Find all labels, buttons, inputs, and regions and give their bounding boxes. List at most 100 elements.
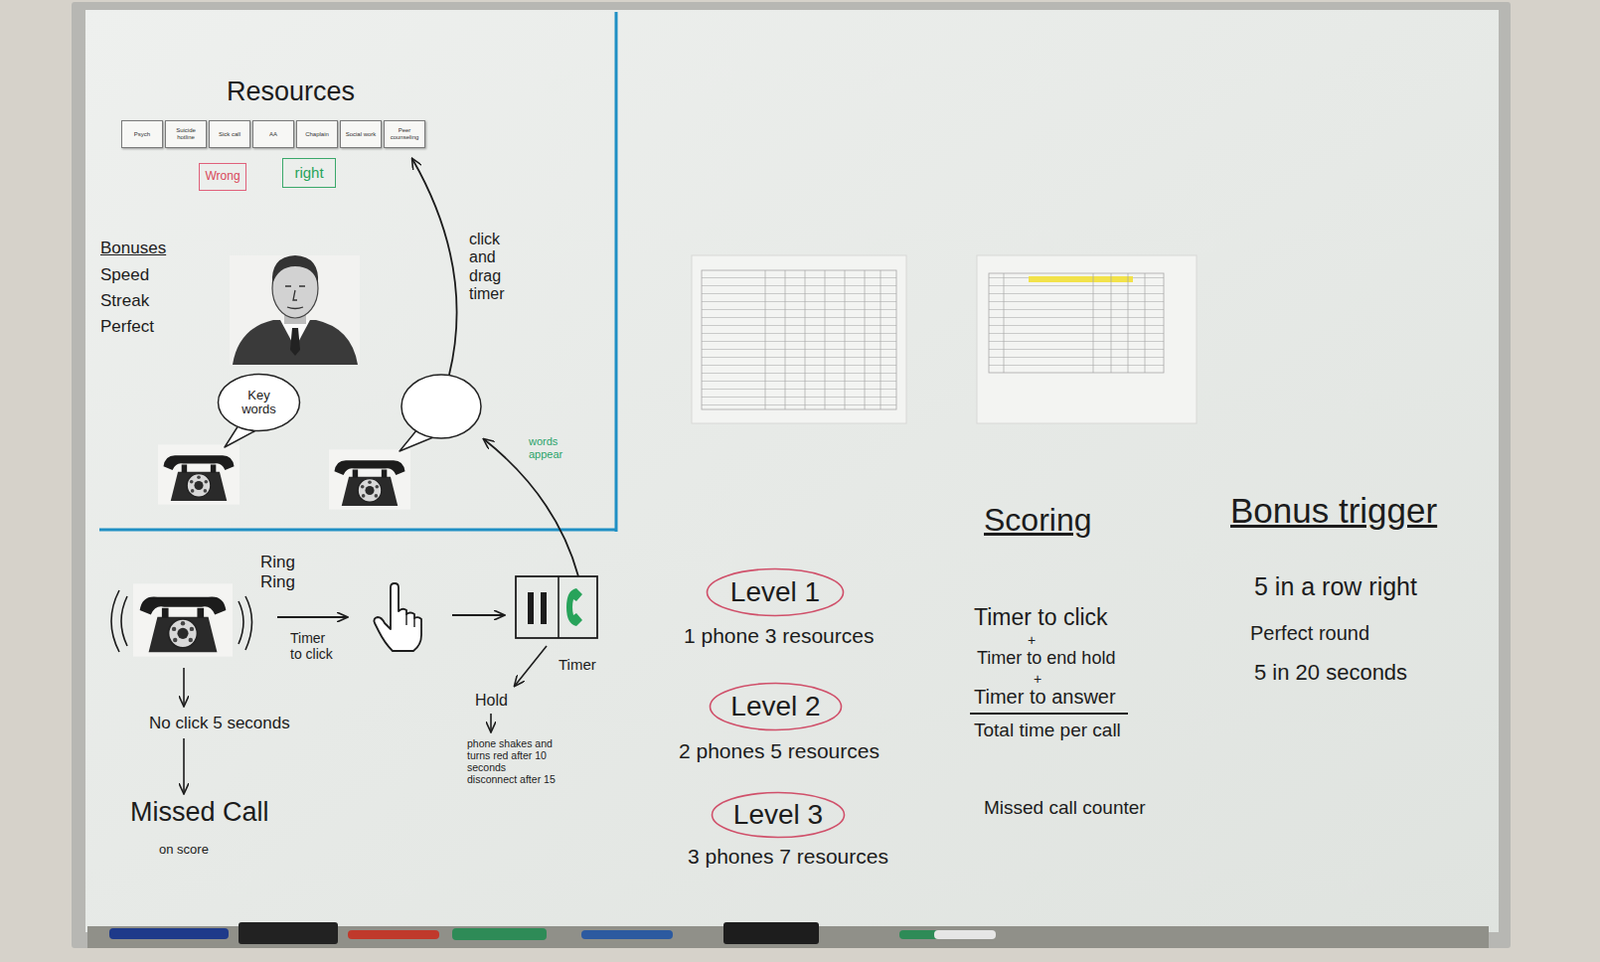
hand-outline bbox=[373, 583, 422, 651]
sheet-columns bbox=[765, 270, 881, 410]
node-text: AA bbox=[269, 131, 278, 139]
eraser bbox=[723, 922, 819, 945]
speech-bubble: Key words bbox=[216, 372, 302, 433]
node-text: Sick call bbox=[218, 131, 241, 139]
handwritten-label: Bonuses bbox=[100, 238, 166, 259]
node-text: Level 1 bbox=[730, 577, 820, 609]
phone-icon bbox=[328, 449, 411, 509]
sheet-highlight bbox=[1028, 276, 1133, 283]
resource-button: Chaplain bbox=[296, 120, 338, 149]
node-text: Peer counseling bbox=[385, 127, 424, 141]
handwritten-label: Timer bbox=[558, 655, 597, 673]
button-box bbox=[515, 576, 598, 639]
marker bbox=[581, 930, 673, 940]
handwritten-label: Scoring bbox=[983, 501, 1093, 539]
phone-icon bbox=[158, 444, 240, 504]
node-text: right bbox=[294, 164, 323, 182]
handwritten-label: Perfect round bbox=[1250, 622, 1370, 645]
portrait-hair bbox=[272, 255, 319, 285]
flow-arrow bbox=[489, 713, 492, 732]
resource-button: Psych bbox=[121, 120, 163, 149]
drag-arrow bbox=[412, 159, 458, 375]
handwritten-label: Timer to end hold bbox=[976, 647, 1116, 669]
hold-answer-box bbox=[515, 576, 598, 639]
feedback-box: right bbox=[282, 158, 336, 188]
answer-arrow bbox=[483, 439, 579, 577]
board-frame bbox=[71, 1, 1511, 949]
handwritten-label: Ring Ring bbox=[260, 552, 309, 592]
portrait-face bbox=[285, 286, 306, 310]
flow-arrow bbox=[182, 738, 185, 794]
resource-button: Sick call bbox=[208, 120, 251, 149]
node-outline-shape bbox=[707, 569, 844, 617]
node-text: Psych bbox=[134, 131, 151, 139]
eraser bbox=[238, 922, 338, 945]
handwritten-label: 3 phones 7 resources bbox=[687, 844, 889, 869]
answer-handset bbox=[566, 588, 583, 627]
board-surface bbox=[85, 9, 1499, 933]
printed-sheet bbox=[691, 255, 907, 424]
printed-sheet bbox=[976, 255, 1197, 424]
flow-arrow bbox=[277, 616, 347, 619]
region-line bbox=[615, 11, 619, 532]
node-text: Chaplain bbox=[305, 131, 329, 139]
handwritten-label: Timer to answer bbox=[973, 685, 1117, 709]
sum-line bbox=[969, 712, 1128, 715]
handwritten-label: Resources bbox=[226, 76, 355, 108]
marker bbox=[347, 930, 440, 940]
handwritten-label: 5 in 20 seconds bbox=[1254, 659, 1408, 685]
handwritten-label: Hold bbox=[475, 691, 508, 710]
node-outline-shape bbox=[710, 683, 842, 731]
hand-cursor bbox=[373, 583, 422, 651]
handwritten-label: + bbox=[1033, 670, 1042, 687]
handwritten-label: click and drag timer bbox=[469, 230, 521, 305]
portrait bbox=[229, 255, 360, 365]
handwritten-label: Missed Call bbox=[130, 797, 270, 828]
node-text: Level 3 bbox=[733, 800, 823, 831]
handwritten-label: 2 phones 5 resources bbox=[678, 739, 880, 764]
sheet-table bbox=[701, 270, 897, 410]
handwritten-label: Total time per call bbox=[973, 719, 1121, 742]
portrait-paper bbox=[229, 255, 360, 365]
ring-waves bbox=[238, 596, 253, 650]
resource-button: Social work bbox=[339, 120, 382, 149]
node-text: Level 2 bbox=[730, 691, 820, 723]
handwritten-label: Missed call counter bbox=[983, 797, 1146, 819]
timer-arrow bbox=[514, 645, 547, 686]
ring-waves bbox=[111, 590, 128, 652]
node-text: Suicide hotline bbox=[166, 127, 205, 141]
sheet-table bbox=[988, 273, 1164, 373]
level-oval: Level 1 bbox=[705, 567, 845, 618]
handwritten-label: words appear bbox=[528, 435, 579, 461]
feedback-box: Wrong bbox=[198, 162, 247, 191]
handwritten-label: Streak bbox=[100, 291, 150, 312]
flow-arrow bbox=[452, 614, 504, 617]
button-divider bbox=[557, 576, 560, 639]
sheet-paper bbox=[976, 255, 1197, 424]
handwritten-label: 5 in a row right bbox=[1254, 572, 1418, 602]
handwritten-label: phone shakes and turns red after 10 seco… bbox=[467, 737, 559, 786]
handwritten-label: No click 5 seconds bbox=[149, 713, 291, 734]
handwritten-label: on score bbox=[159, 842, 209, 858]
handwritten-label: 1 phone 3 resources bbox=[683, 624, 874, 648]
handwritten-label: Timer to click bbox=[290, 630, 336, 662]
empty-speech-bubble bbox=[401, 374, 481, 439]
handwritten-label: Perfect bbox=[100, 317, 155, 337]
node-outline-shape bbox=[218, 374, 301, 432]
marker bbox=[109, 928, 229, 940]
sheet-columns bbox=[1003, 273, 1145, 373]
ringing-phone-icon bbox=[133, 583, 233, 656]
portrait-tie bbox=[290, 327, 301, 356]
level-oval: Level 3 bbox=[710, 791, 846, 839]
node-text: Wrong bbox=[204, 169, 240, 183]
sheet-paper bbox=[691, 255, 907, 424]
pause-bar bbox=[540, 592, 547, 625]
resource-button: AA bbox=[252, 120, 295, 149]
region-line bbox=[99, 528, 618, 532]
marker bbox=[452, 928, 547, 941]
marker bbox=[934, 930, 996, 940]
resource-button: Peer counseling bbox=[383, 120, 426, 149]
node-text: Key words bbox=[236, 388, 282, 418]
flow-arrow bbox=[182, 667, 185, 706]
